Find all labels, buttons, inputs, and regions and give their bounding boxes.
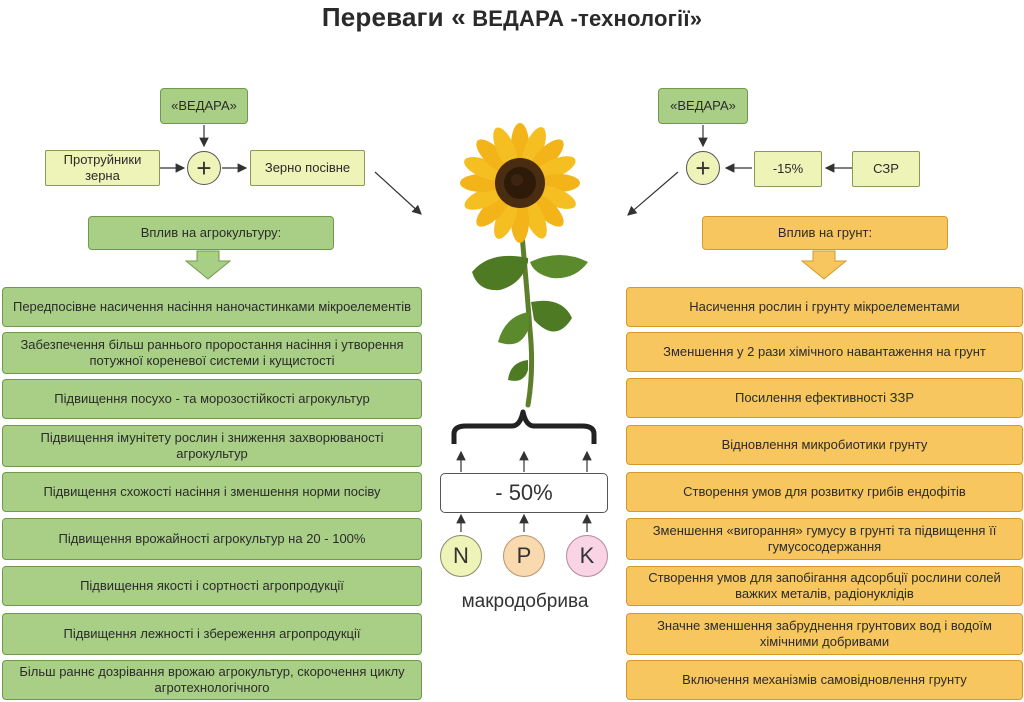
left-item-6: Підвищення врожайності агрокультур на 20… — [2, 518, 422, 560]
down-arrow-right — [800, 250, 848, 280]
left-item-3: Підвищення посухо - та морозостійкості а… — [2, 379, 422, 419]
left-item-1: Передпосівне насичення насіння наночасти… — [2, 287, 422, 327]
nitrogen-circle: N — [440, 535, 482, 577]
left-item-5: Підвищення схожості насіння і зменшення … — [2, 472, 422, 512]
szr-box: СЗР — [852, 151, 920, 187]
plus-icon-left: + — [187, 151, 221, 185]
left-item-7: Підвищення якості і сортності агропродук… — [2, 566, 422, 606]
right-item-1: Насичення рослин і грунту мікроелементам… — [626, 287, 1023, 327]
left-item-9: Більш раннє дозрівання врожаю агрокульту… — [2, 660, 422, 700]
header-soil: Вплив на грунт: — [702, 216, 948, 250]
right-item-2: Зменшення у 2 рази хімічного навантаженн… — [626, 332, 1023, 372]
bracket — [451, 409, 597, 444]
vedara-box-left: «ВЕДАРА» — [160, 88, 248, 124]
right-item-3: Посилення ефективності ЗЗР — [626, 378, 1023, 418]
down-arrow-left — [184, 250, 232, 280]
title-part2: ВЕДАРА -технології» — [465, 6, 703, 31]
protruyniky-box: Протруйники зерна — [45, 150, 160, 186]
phosphorus-circle: P — [503, 535, 545, 577]
arrow-to-flower-right — [627, 171, 679, 216]
zerno-box: Зерно посівне — [250, 150, 365, 186]
right-item-6: Зменшення «вигорання» гумусу в грунті та… — [626, 518, 1023, 560]
minus15-box: -15% — [754, 151, 822, 187]
arrow-to-flower-left — [374, 171, 422, 215]
right-item-8: Значне зменшення забруднення грунтових в… — [626, 613, 1023, 655]
left-item-2: Забезпечення більш раннього проростання … — [2, 332, 422, 374]
right-item-9: Включення механізмів самовідновлення гру… — [626, 660, 1023, 700]
page-title: Переваги « ВЕДАРА -технології» — [0, 2, 1024, 33]
plus-icon-right: + — [686, 151, 720, 185]
right-item-5: Створення умов для розвитку грибів ендоф… — [626, 472, 1023, 512]
left-item-8: Підвищення лежності і збереження агропро… — [2, 613, 422, 655]
title-part1: Переваги « — [321, 2, 466, 32]
minus50-box: - 50% — [440, 473, 608, 513]
vedara-box-right: «ВЕДАРА» — [658, 88, 748, 124]
right-item-7: Створення умов для запобігання адсорбції… — [626, 566, 1023, 606]
potassium-circle: K — [566, 535, 608, 577]
left-item-4: Підвищення імунітету рослин і зниження з… — [2, 425, 422, 467]
sunflower-illustration — [460, 123, 588, 408]
right-item-4: Відновлення микробиотики грунту — [626, 425, 1023, 465]
macrofertilizers-label: макродобрива — [461, 591, 589, 612]
header-agroculture: Вплив на агрокультуру: — [88, 216, 334, 250]
